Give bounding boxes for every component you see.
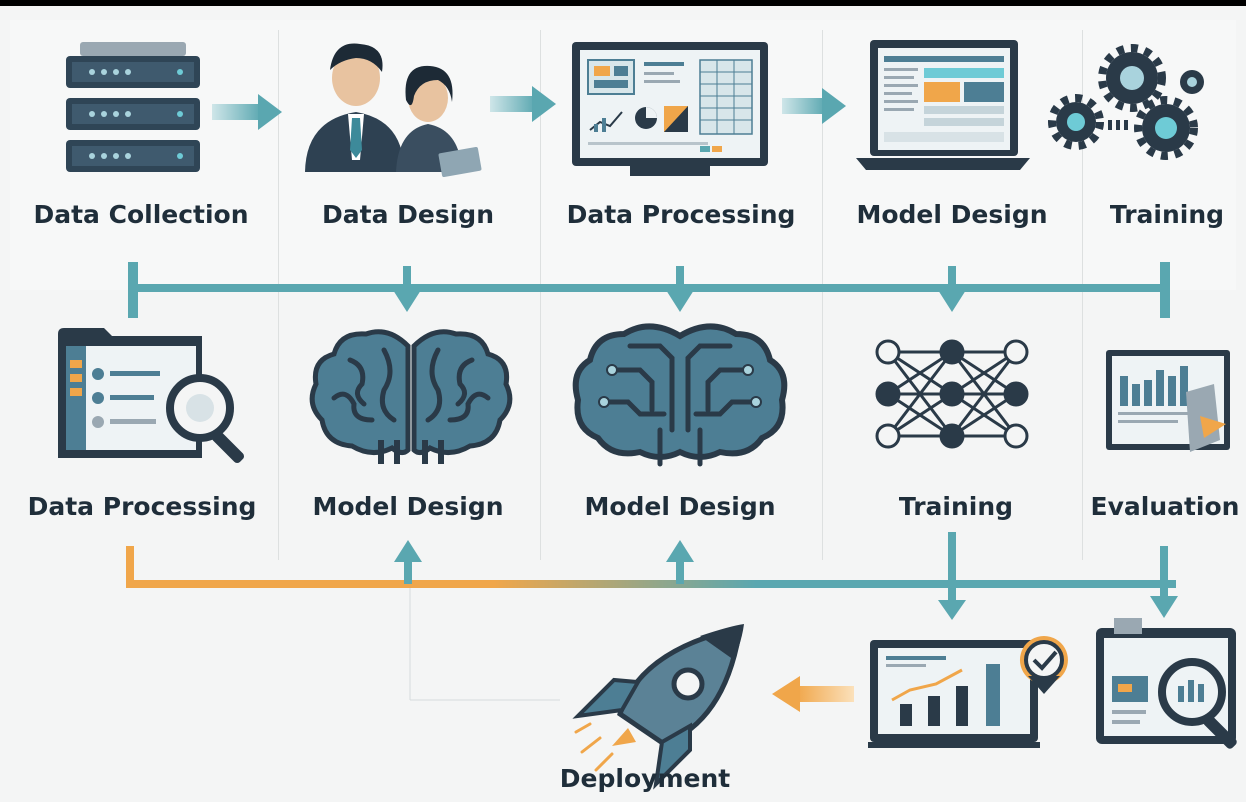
report-chart-icon bbox=[1106, 350, 1230, 452]
neural-network-icon bbox=[875, 339, 1029, 449]
folder-magnifier-icon bbox=[58, 328, 245, 464]
stage-label-data-processing-2: Data Processing bbox=[27, 492, 257, 521]
gears-icon bbox=[1048, 44, 1204, 160]
bottom-connector bbox=[126, 532, 1178, 701]
team-people-icon bbox=[305, 43, 482, 177]
stage-label-training: Training bbox=[1109, 200, 1225, 229]
stage-label-data-design: Data Design bbox=[322, 200, 494, 229]
monitor-chart-check-icon bbox=[868, 636, 1068, 748]
divider bbox=[1082, 30, 1083, 560]
stage-label-deployment: Deployment bbox=[559, 764, 731, 793]
divider bbox=[278, 30, 279, 560]
clipboard-magnifier-icon bbox=[1096, 618, 1237, 749]
top-border bbox=[0, 0, 1246, 6]
top-connector bbox=[128, 262, 1170, 318]
stage-label-model-design-2: Model Design bbox=[312, 492, 504, 521]
divider bbox=[822, 30, 823, 560]
brain-icon bbox=[309, 329, 513, 464]
stage-label-model-design-3: Model Design bbox=[584, 492, 776, 521]
rocket-icon bbox=[572, 624, 744, 790]
divider bbox=[540, 30, 541, 560]
stage-label-training-2: Training bbox=[898, 492, 1014, 521]
arrow-left bbox=[772, 676, 854, 712]
arrow-right bbox=[490, 86, 556, 122]
stage-label-data-collection: Data Collection bbox=[33, 200, 249, 229]
laptop-dashboard-icon bbox=[856, 40, 1030, 170]
monitor-dashboard-icon bbox=[572, 42, 768, 176]
stage-label-model-design: Model Design bbox=[856, 200, 1048, 229]
arrow-right bbox=[782, 88, 846, 124]
server-rack-icon bbox=[66, 42, 200, 172]
stage-label-data-processing: Data Processing bbox=[566, 200, 796, 229]
circuit-brain-icon bbox=[572, 323, 788, 467]
arrow-right bbox=[212, 94, 282, 130]
stage-label-evaluation: Evaluation bbox=[1090, 492, 1240, 521]
